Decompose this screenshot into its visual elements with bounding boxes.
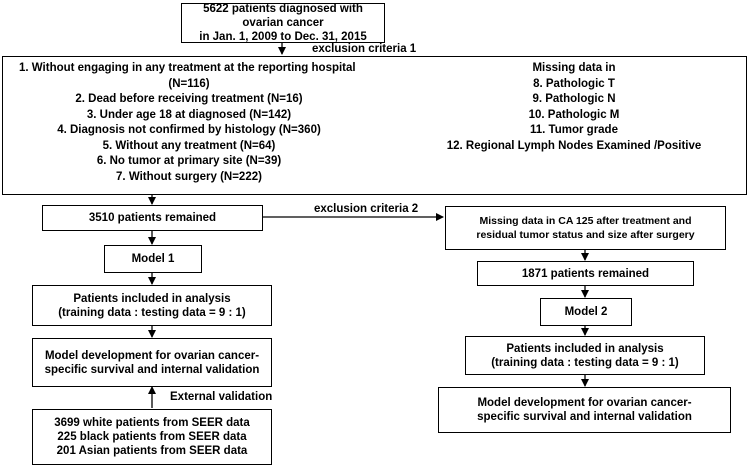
missing-data-item: 11. Tumor grade [530,124,618,136]
included-right-line1: Patients included in analysis [506,342,664,355]
exclusion1-item: 7. Without surgery (N=222) [116,170,262,183]
remained-text-1: 3510 patients remained [88,212,217,224]
exclusion1-item: 3. Under age 18 at diagnosed (N=142) [86,108,292,121]
included-left-line1: Patients included in analysis [73,292,231,305]
missing-data-item: 9. Pathologic N [532,93,616,105]
missing-data-item: 12. Regional Lymph Nodes Examined /Posit… [446,139,702,152]
missing-data-list: Missing data in 8. Pathologic T 9. Patho… [399,61,749,154]
exclusion2-line1: Missing data in CA 125 after treatment a… [479,215,692,227]
missing-data-item: 10. Pathologic M [528,108,620,121]
included-box-left: Patients included in analysis (training … [32,285,272,326]
seer-line: 3699 white patients from SEER data [54,417,250,429]
remained-text-2: 1871 patients remained [521,267,650,280]
exclusion1-item: 5. Without any treatment (N=64) [102,139,276,152]
remained-box-2: 1871 patients remained [477,261,694,286]
start-box: 5622 patients diagnosed with ovarian can… [181,3,385,43]
exclusion1-item: 6. No tumor at primary site (N=39) [96,155,282,167]
exclusion2-label: exclusion criteria 2 [314,203,419,215]
dev-right-line1: Model development for ovarian cancer- [477,397,692,409]
external-validation-label: External validation [170,391,273,403]
model1-box: Model 1 [104,245,202,273]
exclusion1-label: exclusion criteria 1 [312,43,417,55]
missing-data-item: 8. Pathologic T [533,77,615,90]
missing-data-title: Missing data in [532,62,616,74]
dev-box-left: Model development for ovarian cancer- sp… [32,338,272,387]
exclusion1-item: 2. Dead before receiving treatment (N=16… [75,93,303,105]
start-line2: in Jan. 1, 2009 to Dec. 31, 2015 [199,31,367,43]
seer-line: 225 black patients from SEER data [57,431,247,443]
exclusion1-item: 1. Without engaging in any treatment at … [19,62,356,74]
remained-box-1: 3510 patients remained [42,205,263,231]
model2-box: Model 2 [540,298,632,326]
dev-right-line2: specific survival and internal validatio… [477,411,692,423]
exclusion1-box: 1. Without engaging in any treatment at … [2,56,747,195]
dev-left-line1: Model development for ovarian cancer- [44,349,260,362]
exclusion2-line2: residual tumor status and size after sur… [476,229,695,241]
seer-box: 3699 white patients from SEER data 225 b… [32,409,272,465]
exclusion2-box: Missing data in CA 125 after treatment a… [445,206,726,250]
included-right-line2: (training data : testing data = 9 : 1) [491,356,679,369]
dev-box-right: Model development for ovarian cancer- sp… [438,387,731,433]
model1-label: Model 1 [131,253,175,265]
exclusion1-item: 4. Diagnosis not confirmed by histology … [57,124,321,136]
included-left-line2: (training data : testing data = 9 : 1) [58,306,246,319]
start-line1: 5622 patients diagnosed with ovarian can… [203,3,363,29]
exclusion1-list: 1. Without engaging in any treatment at … [3,61,375,185]
dev-left-line2: specific survival and internal validatio… [44,363,260,376]
seer-line: 201 Asian patients from SEER data [56,445,248,457]
model2-label: Model 2 [564,306,608,318]
exclusion1-item: (N=116) [168,77,210,90]
included-box-right: Patients included in analysis (training … [465,336,705,375]
